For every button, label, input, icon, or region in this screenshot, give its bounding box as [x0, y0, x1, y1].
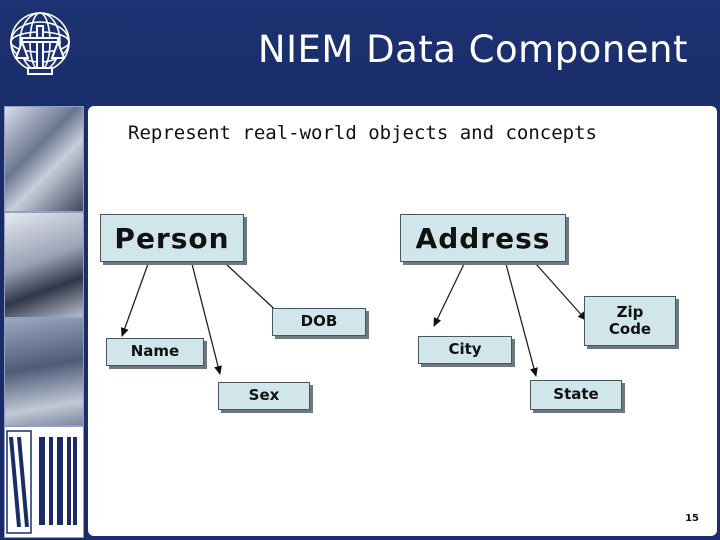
- officer-photo: [4, 318, 84, 426]
- edge-address-city: [433, 263, 465, 327]
- sidebar-photo-strip: [0, 104, 86, 540]
- niem-logo-icon: [10, 12, 70, 75]
- node-name: Name: [106, 338, 204, 366]
- node-person: Person: [100, 214, 244, 262]
- node-zip-code: Zip Code: [584, 296, 676, 346]
- slide-subtitle: Represent real-world objects and concept…: [128, 122, 597, 144]
- node-state: State: [530, 380, 622, 410]
- node-address: Address: [400, 214, 566, 262]
- node-sex: Sex: [218, 382, 310, 410]
- partner-logo: [4, 426, 84, 538]
- edge-person-name: [120, 263, 149, 337]
- keyboard-photo: [4, 106, 84, 212]
- edge-person-sex: [191, 263, 222, 375]
- wsb-logo-icon: [6, 430, 79, 534]
- header-bar: NIEM Data Component: [0, 0, 720, 104]
- slide-title: NIEM Data Component: [257, 28, 688, 71]
- handcuffs-photo: [4, 212, 84, 318]
- node-city: City: [418, 336, 512, 364]
- edge-address-zip: [535, 263, 587, 321]
- edge-address-state: [505, 263, 538, 377]
- slide-content: Represent real-world objects and concept…: [88, 106, 717, 536]
- page-number: 15: [685, 513, 699, 524]
- node-dob: DOB: [272, 308, 366, 336]
